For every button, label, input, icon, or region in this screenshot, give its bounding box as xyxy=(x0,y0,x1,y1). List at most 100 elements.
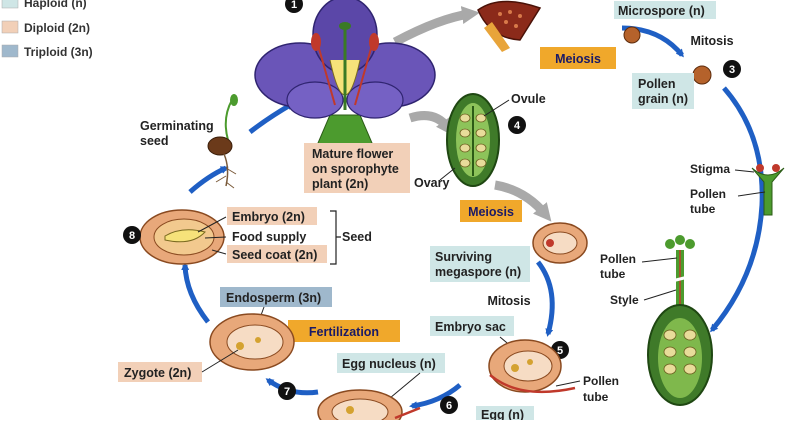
arrow-germinating-to-flower xyxy=(248,101,295,134)
microspore-label-box xyxy=(614,1,716,19)
ovule-label: Ovule xyxy=(511,92,546,106)
arrow-megaspore-to-embryo-sac xyxy=(535,260,555,337)
step-4-number: 4 xyxy=(514,120,521,132)
seed-coat-label: Seed coat (2n) xyxy=(232,248,317,262)
endosperm-label: Endosperm (3n) xyxy=(226,291,321,305)
ovule-leader xyxy=(483,99,510,117)
seed-label: Seed xyxy=(342,230,372,244)
pollen-grain-label-line-2: grain (n) xyxy=(638,92,688,106)
seed-coat-leader xyxy=(211,249,227,255)
legend-swatch-haploid xyxy=(1,0,19,9)
mature-flower-label-line-2: on sporophyte xyxy=(312,162,399,176)
pollen-grain-cell xyxy=(692,65,712,85)
embryo-label-box xyxy=(227,207,317,225)
food-supply-label: Food supply xyxy=(232,230,306,244)
germinating-seed-line-2: seed xyxy=(140,134,169,148)
surviving-megaspore-line-2: megaspore (n) xyxy=(435,265,521,279)
germinating-seed-illustration xyxy=(207,94,238,189)
stigma-leader xyxy=(734,169,755,173)
pollen-tube-a-line-2: tube xyxy=(690,202,716,216)
pollen-grain-label-line-1: Pollen xyxy=(638,77,676,91)
step-4-marker xyxy=(508,116,526,134)
megaspore-illustration xyxy=(532,222,588,264)
ovary-illustration xyxy=(446,93,500,187)
egg-label: Egg (n) xyxy=(481,408,524,420)
meiosis-mid-label: Meiosis xyxy=(468,205,514,219)
surviving-megaspore-label-box xyxy=(430,246,530,282)
arrow-flower-to-ovule xyxy=(408,111,454,137)
ovary-label: Ovary xyxy=(414,176,449,190)
mitosis-mid-label: Mitosis xyxy=(487,294,530,308)
microspore-label: Microspore (n) xyxy=(618,4,705,18)
anther-illustration xyxy=(477,0,542,52)
zygote-label: Zygote (2n) xyxy=(124,366,191,380)
pollen-tube-c-leader xyxy=(555,380,581,387)
step-8-number: 8 xyxy=(129,230,135,242)
style-label: Style xyxy=(610,293,639,307)
arrow-ovule-to-megaspore xyxy=(494,180,552,222)
surviving-megaspore-line-1: Surviving xyxy=(435,250,492,264)
pollen-tube-c-line-1: Pollen xyxy=(583,374,619,388)
pollen-tube-b-leader xyxy=(641,257,678,263)
zygote-label-box xyxy=(118,362,202,382)
mature-flower-label-line-3: plant (2n) xyxy=(312,177,368,191)
step-1-marker xyxy=(285,0,303,13)
meiosis-top-label: Meiosis xyxy=(555,52,601,66)
endosperm-label-box xyxy=(220,287,332,307)
pistil-illustration xyxy=(647,235,713,406)
zygote-leader xyxy=(201,349,239,373)
seed-coat-label-box xyxy=(227,245,327,263)
embryo-sac-label: Embryo sac xyxy=(435,320,506,334)
seed-illustration xyxy=(139,209,225,265)
microspore-cell xyxy=(623,26,641,44)
step-7-number: 7 xyxy=(284,386,290,398)
ovary-leader xyxy=(439,167,456,181)
fertilization-box xyxy=(288,320,400,342)
gray-arrows xyxy=(392,6,552,222)
embryo-leader xyxy=(197,216,227,233)
zygote-illustration xyxy=(209,313,295,371)
step-1-number: 1 xyxy=(291,0,297,11)
step-5-number: 5 xyxy=(557,345,563,357)
legend-swatch-triploid xyxy=(1,44,19,58)
food-supply-leader xyxy=(204,236,227,239)
arrow-pollination xyxy=(710,86,765,333)
pollen-grain-label-box xyxy=(632,73,694,109)
stigma-illustration xyxy=(751,164,785,216)
mitosis-top-label: Mitosis xyxy=(690,34,733,48)
arrow-to-egg xyxy=(409,383,462,410)
germinating-seed-line-1: Germinating xyxy=(140,119,214,133)
egg-nucleus-label-box xyxy=(337,353,445,373)
embryo-sac-label-box xyxy=(430,316,514,336)
embryo-label: Embryo (2n) xyxy=(232,210,305,224)
meiosis-top-box xyxy=(540,47,616,69)
step-6-marker xyxy=(440,396,458,414)
pollen-tube-a-line-1: Pollen xyxy=(690,187,726,201)
step-8-marker xyxy=(123,226,141,244)
seed-bracket xyxy=(330,210,341,265)
mature-flower-label-box xyxy=(304,143,410,193)
legend-swatch-diploid xyxy=(1,20,19,34)
mature-flower-label-line-1: Mature flower xyxy=(312,147,393,161)
stigma-label: Stigma xyxy=(690,162,730,176)
egg-label-box xyxy=(476,406,534,422)
egg-nucleus-label: Egg nucleus (n) xyxy=(342,357,436,371)
arrow-seed-to-germinating xyxy=(188,165,229,194)
pollen-tube-c-line-2: tube xyxy=(583,390,609,404)
step-6-number: 6 xyxy=(446,400,452,412)
arrow-flower-to-anther xyxy=(392,6,480,46)
pollen-tube-b-line-2: tube xyxy=(600,267,626,281)
step-3-marker xyxy=(723,60,741,78)
pollen-tube-b-line-1: Pollen xyxy=(600,252,636,266)
arrow-zygote-to-seed xyxy=(181,262,210,324)
legend-label-haploid: Haploid (n) xyxy=(24,0,87,10)
pollen-tube-a-leader xyxy=(737,191,766,197)
fertilization-label: Fertilization xyxy=(309,325,379,339)
embryo-sac-illustration xyxy=(488,339,576,394)
egg-illustration xyxy=(317,389,421,425)
style-leader xyxy=(643,289,677,301)
meiosis-mid-box xyxy=(460,200,522,222)
legend-label-diploid: Diploid (2n) xyxy=(24,21,90,35)
